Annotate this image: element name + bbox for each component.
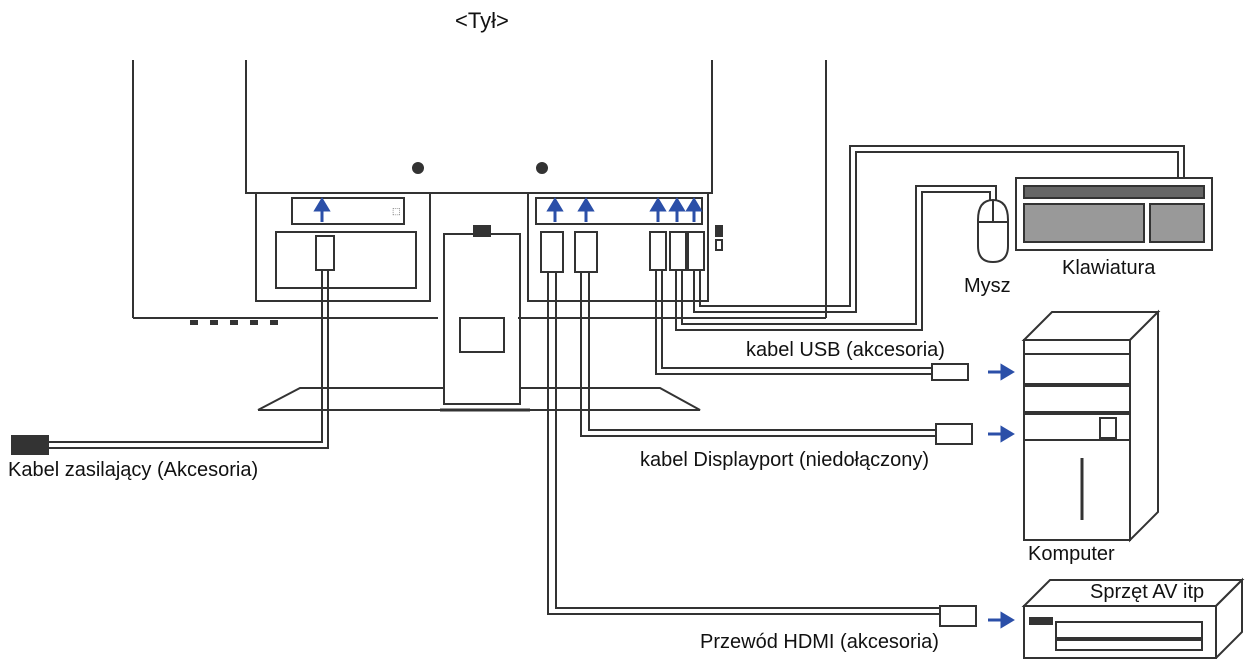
power-cable-label: Kabel zasilający (Akcesoria) [8,459,259,481]
av-equipment-label: Sprzęt AV itp [1090,581,1205,603]
keyboard-label: Klawiatura [1062,257,1156,279]
end-plugs [11,363,977,627]
computer-label: Komputer [1028,543,1115,565]
connect-arrows [313,197,1015,629]
keyboard-device [1015,177,1213,251]
hdmi-cable-label: Przewód HDMI (akcesoria) [700,631,939,653]
av-device [1021,577,1245,659]
diagram-title: <Tył> [455,8,509,33]
cables [48,145,1185,615]
displayport-cable-label: kabel Displayport (niedołączony) [640,449,930,471]
monitor-back [132,60,827,319]
mouse-device [977,198,1009,264]
usb-cable-label: kabel USB (akcesoria) [746,339,945,361]
monitor-plugs [315,231,705,273]
computer-device [1021,309,1161,543]
mouse-label: Mysz [964,275,1011,297]
monitor-buttons [190,320,278,325]
port-marking: ⬚ [392,206,401,216]
